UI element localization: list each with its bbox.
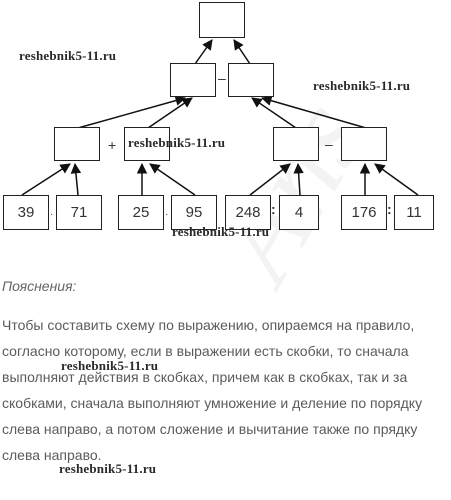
leaf-95: 95: [171, 195, 217, 230]
quotient-248-4-box: [273, 127, 319, 161]
watermark-1: reshebnik5-11.ru: [19, 48, 117, 63]
product-39-71-box: [54, 127, 100, 161]
leaf-39: 39: [3, 195, 49, 230]
arrow-mid-left-a: [77, 95, 187, 129]
watermark-5: reshebnik5-11.ru: [61, 358, 159, 373]
explanation-text: Чтобы составить схему по выражению, опир…: [2, 317, 423, 463]
root-result-box: [199, 2, 245, 38]
watermark-2: reshebnik5-11.ru: [313, 78, 411, 93]
arrow-top-a: [194, 39, 213, 65]
watermark-3: reshebnik5-11.ru: [128, 135, 226, 150]
product-25-95-box: [124, 127, 170, 161]
leaf-11: 11: [394, 195, 434, 230]
leaf-25: 25: [118, 195, 164, 230]
arrow-leaf4: [149, 163, 196, 196]
explanation-heading: Пояснения:: [2, 278, 77, 294]
arrow-mid-left-b: [147, 97, 193, 129]
operator-divide-right: :: [387, 201, 392, 217]
leaf-248: 248: [225, 195, 271, 230]
operator-multiply-right: ·: [165, 209, 169, 220]
arrow-leaf1: [21, 163, 71, 196]
operator-minus-mid: –: [325, 136, 333, 152]
arrow-top-b: [233, 39, 251, 65]
leaf-4: 4: [279, 195, 319, 230]
watermark-4: reshebnik5-11.ru: [172, 224, 270, 239]
right-subtraction-operand-box: [228, 63, 274, 97]
arrow-leaf8: [374, 163, 419, 196]
operator-plus: +: [108, 137, 117, 153]
arrow-leaf5: [249, 163, 291, 196]
left-subtraction-operand-box: [170, 63, 216, 97]
watermark-6: reshebnik5-11.ru: [59, 461, 157, 476]
operator-minus-top: –: [218, 70, 226, 86]
operator-multiply-left: ·: [50, 209, 54, 220]
tree-arrows: [21, 39, 419, 196]
arrow-leaf2: [70, 162, 82, 196]
expression-tree-diagram: 39 71 25 95 248 4 176 11 · · : : + – – r…: [3, 2, 434, 239]
operator-divide-left: :: [271, 201, 276, 217]
arrow-mid-right-a: [251, 97, 297, 129]
quotient-176-11-box: [341, 127, 387, 161]
leaf-176: 176: [341, 195, 387, 230]
arrow-mid-right-b: [260, 95, 367, 129]
arrow-leaf6: [293, 162, 304, 196]
leaf-71: 71: [56, 195, 102, 230]
